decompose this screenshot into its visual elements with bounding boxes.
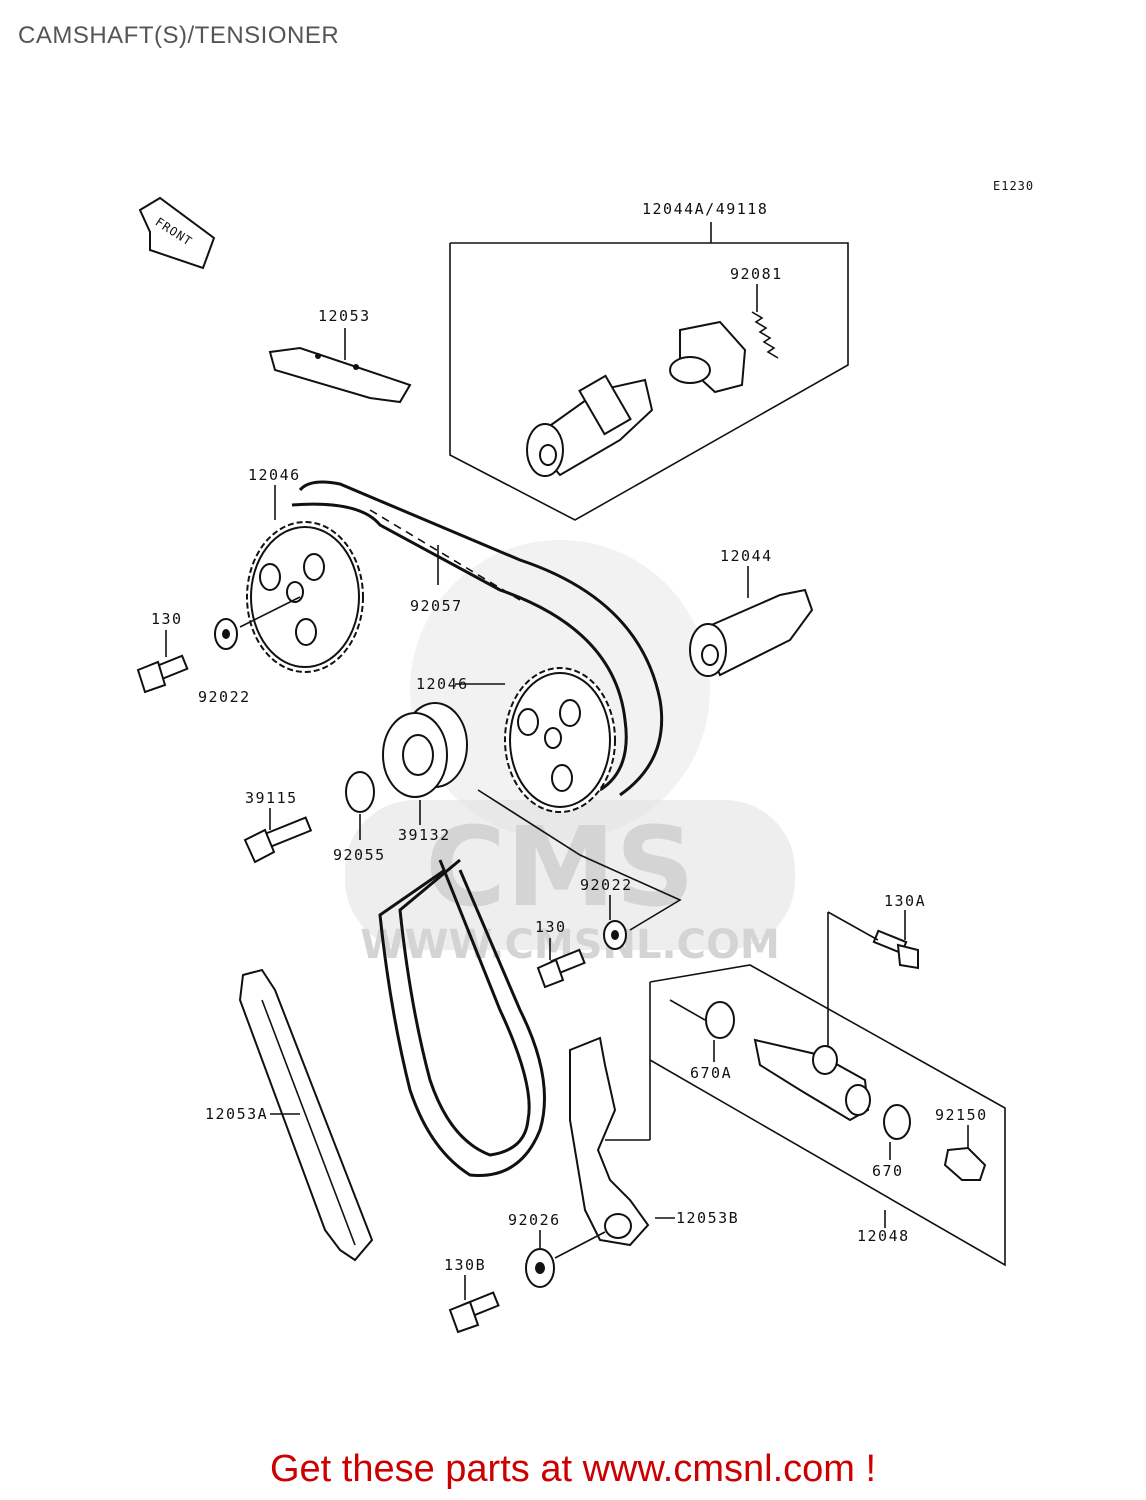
bolt-92150 bbox=[943, 1146, 987, 1181]
sprocket-12046-lower bbox=[504, 667, 616, 813]
washer-92022-upper bbox=[214, 618, 238, 650]
washer-92022-lower bbox=[603, 920, 627, 950]
callout-92081: 92081 bbox=[730, 265, 783, 283]
callout-39132: 39132 bbox=[398, 826, 451, 844]
bolt-130a bbox=[872, 929, 919, 970]
front-direction-arrow: FRONT bbox=[138, 196, 216, 270]
collar-92026 bbox=[525, 1248, 555, 1288]
callout-130a: 130A bbox=[884, 892, 926, 910]
bolt-130b bbox=[448, 1291, 500, 1334]
crank-sprocket-39132 bbox=[382, 702, 468, 798]
bolt-130-upper bbox=[136, 654, 189, 694]
callout-12048: 12048 bbox=[857, 1227, 910, 1245]
callout-39115: 39115 bbox=[245, 789, 298, 807]
oring-670 bbox=[883, 1104, 911, 1140]
callout-92026: 92026 bbox=[508, 1211, 561, 1229]
watermark-logo-text: CMS bbox=[425, 803, 694, 931]
oring-670a bbox=[705, 1001, 735, 1039]
camshaft-12044a bbox=[526, 374, 654, 477]
oring-92055 bbox=[345, 771, 375, 813]
tensioner-bracket bbox=[649, 964, 1006, 1267]
parts-diagram: CMS WWW.CMSNL.COM E1230 FRONT bbox=[136, 179, 1034, 1334]
callout-92022-upper: 92022 bbox=[198, 688, 251, 706]
callout-12046-lower: 12046 bbox=[416, 675, 469, 693]
callout-92055: 92055 bbox=[333, 846, 386, 864]
tensioner-guide-12053b bbox=[569, 1036, 650, 1247]
callout-130b: 130B bbox=[444, 1256, 486, 1274]
tensioner-12048 bbox=[753, 1038, 871, 1122]
callout-670: 670 bbox=[872, 1162, 904, 1180]
callout-12053: 12053 bbox=[318, 307, 371, 325]
decompressor-part bbox=[669, 320, 747, 394]
cam-chain-92057 bbox=[291, 480, 664, 1177]
callout-12053a: 12053A bbox=[205, 1105, 268, 1123]
footer-link-text[interactable]: Get these parts at www.cmsnl.com ! bbox=[269, 1448, 877, 1490]
bolt-39115 bbox=[243, 816, 313, 864]
chain-guide-12053 bbox=[268, 346, 412, 404]
camshaft-assembly-bracket bbox=[449, 222, 849, 521]
callout-92057: 92057 bbox=[410, 597, 463, 615]
bolt-130-lower bbox=[536, 948, 586, 989]
callout-12046-upper: 12046 bbox=[248, 466, 301, 484]
chain-guide-12053a bbox=[238, 968, 374, 1262]
callout-92150: 92150 bbox=[935, 1106, 988, 1124]
callout-12044a-49118: 12044A/49118 bbox=[642, 200, 768, 218]
page-title: CAMSHAFT(S)/TENSIONER bbox=[18, 22, 340, 49]
spring-92081 bbox=[751, 311, 779, 359]
sprocket-12046-upper bbox=[246, 521, 364, 673]
callout-12044: 12044 bbox=[720, 547, 773, 565]
diagram-code: E1230 bbox=[993, 179, 1034, 193]
callout-130-upper: 130 bbox=[151, 610, 183, 628]
callout-130-lower: 130 bbox=[535, 918, 567, 936]
camshaft-12044 bbox=[689, 588, 814, 677]
callout-12053b: 12053B bbox=[676, 1209, 739, 1227]
callout-670a: 670A bbox=[690, 1064, 732, 1082]
callout-92022-lower: 92022 bbox=[580, 876, 633, 894]
